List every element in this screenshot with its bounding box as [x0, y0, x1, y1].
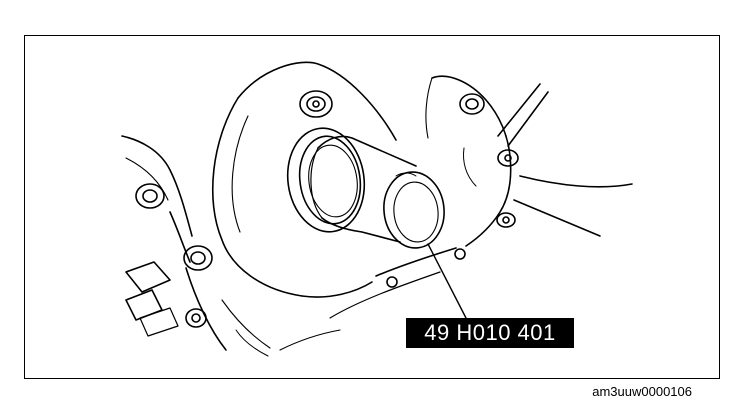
bolt-top [299, 90, 333, 118]
bolt-right-lower [496, 212, 516, 228]
tool-number-callout: 49 H010 401 [406, 318, 574, 348]
seal-outer-ring [286, 127, 366, 233]
special-tool-cylinder [310, 135, 445, 249]
bolt-left-middle [183, 245, 213, 271]
bolt-right-middle [497, 149, 519, 167]
callout-leader [427, 243, 467, 319]
housing-disc-outline [237, 61, 397, 141]
left-mechanism [121, 135, 271, 357]
tool-end-face [383, 171, 445, 249]
seal-inner-ring [298, 135, 362, 225]
figure-id-label: am3uuw0000106 [592, 384, 692, 399]
illustration-frame [24, 35, 720, 379]
housing-disc-left-arc [211, 97, 303, 297]
bolt-right-upper [459, 93, 485, 115]
